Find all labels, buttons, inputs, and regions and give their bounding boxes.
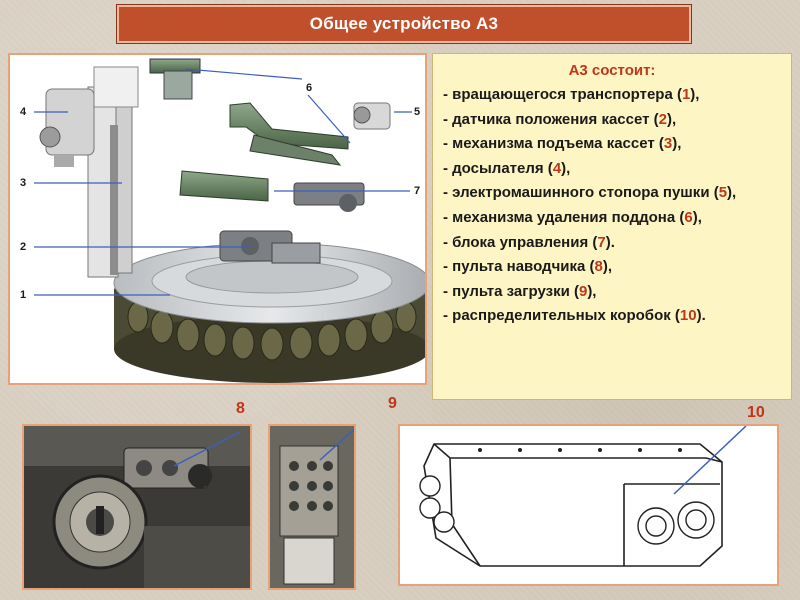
callout-5: 5: [414, 106, 420, 118]
list-item: - распределительных коробок (10).: [443, 304, 781, 329]
callout-4: 4: [20, 106, 27, 118]
callout-1: 1: [20, 289, 26, 301]
photo-label-9: 9: [388, 395, 397, 413]
callout-2: 2: [20, 241, 26, 253]
conveyor-drum: [114, 243, 425, 383]
components-info-box: А3 состоит: - вращающегося транспортера …: [432, 53, 792, 400]
components-list: - вращающегося транспортера (1), - датчи…: [443, 83, 781, 329]
gunner-panel-image: [24, 426, 250, 588]
photo-label-8: 8: [236, 400, 245, 418]
list-item: - датчика положения кассет (2),: [443, 108, 781, 133]
gun-stopper: [354, 103, 390, 129]
list-item: - электромашинного стопора пушки (5),: [443, 181, 781, 206]
list-item: - пульта загрузки (9),: [443, 280, 781, 305]
photo-label-10: 10: [747, 404, 765, 422]
info-heading: А3 состоит:: [443, 62, 781, 79]
loading-panel-image: [270, 426, 354, 588]
distribution-box-image: [400, 426, 777, 584]
distribution-box-drawing: [398, 424, 779, 586]
list-item: - механизма удаления поддона (6),: [443, 206, 781, 231]
loading-panel-photo: [268, 424, 356, 590]
autoloader-drawing: 1 2 3 4 5 6 7: [10, 55, 425, 383]
callout-3: 3: [20, 177, 26, 189]
callout-7: 7: [414, 185, 420, 197]
lift-mechanism: [88, 67, 138, 277]
list-item: - блока управления (7).: [443, 231, 781, 256]
autoloader-exploded-figure: 1 2 3 4 5 6 7: [8, 53, 427, 385]
list-item: - пульта наводчика (8),: [443, 255, 781, 280]
list-item: - вращающегося транспортера (1),: [443, 83, 781, 108]
list-item: - механизма подъема кассет (3),: [443, 132, 781, 157]
callout-6: 6: [306, 82, 312, 94]
slide-title-bar: Общее устройство А3: [117, 5, 691, 43]
gunner-panel-photo: [22, 424, 252, 590]
slide-title: Общее устройство А3: [310, 14, 498, 34]
list-item: - досылателя (4),: [443, 157, 781, 182]
rammer: [40, 89, 94, 167]
